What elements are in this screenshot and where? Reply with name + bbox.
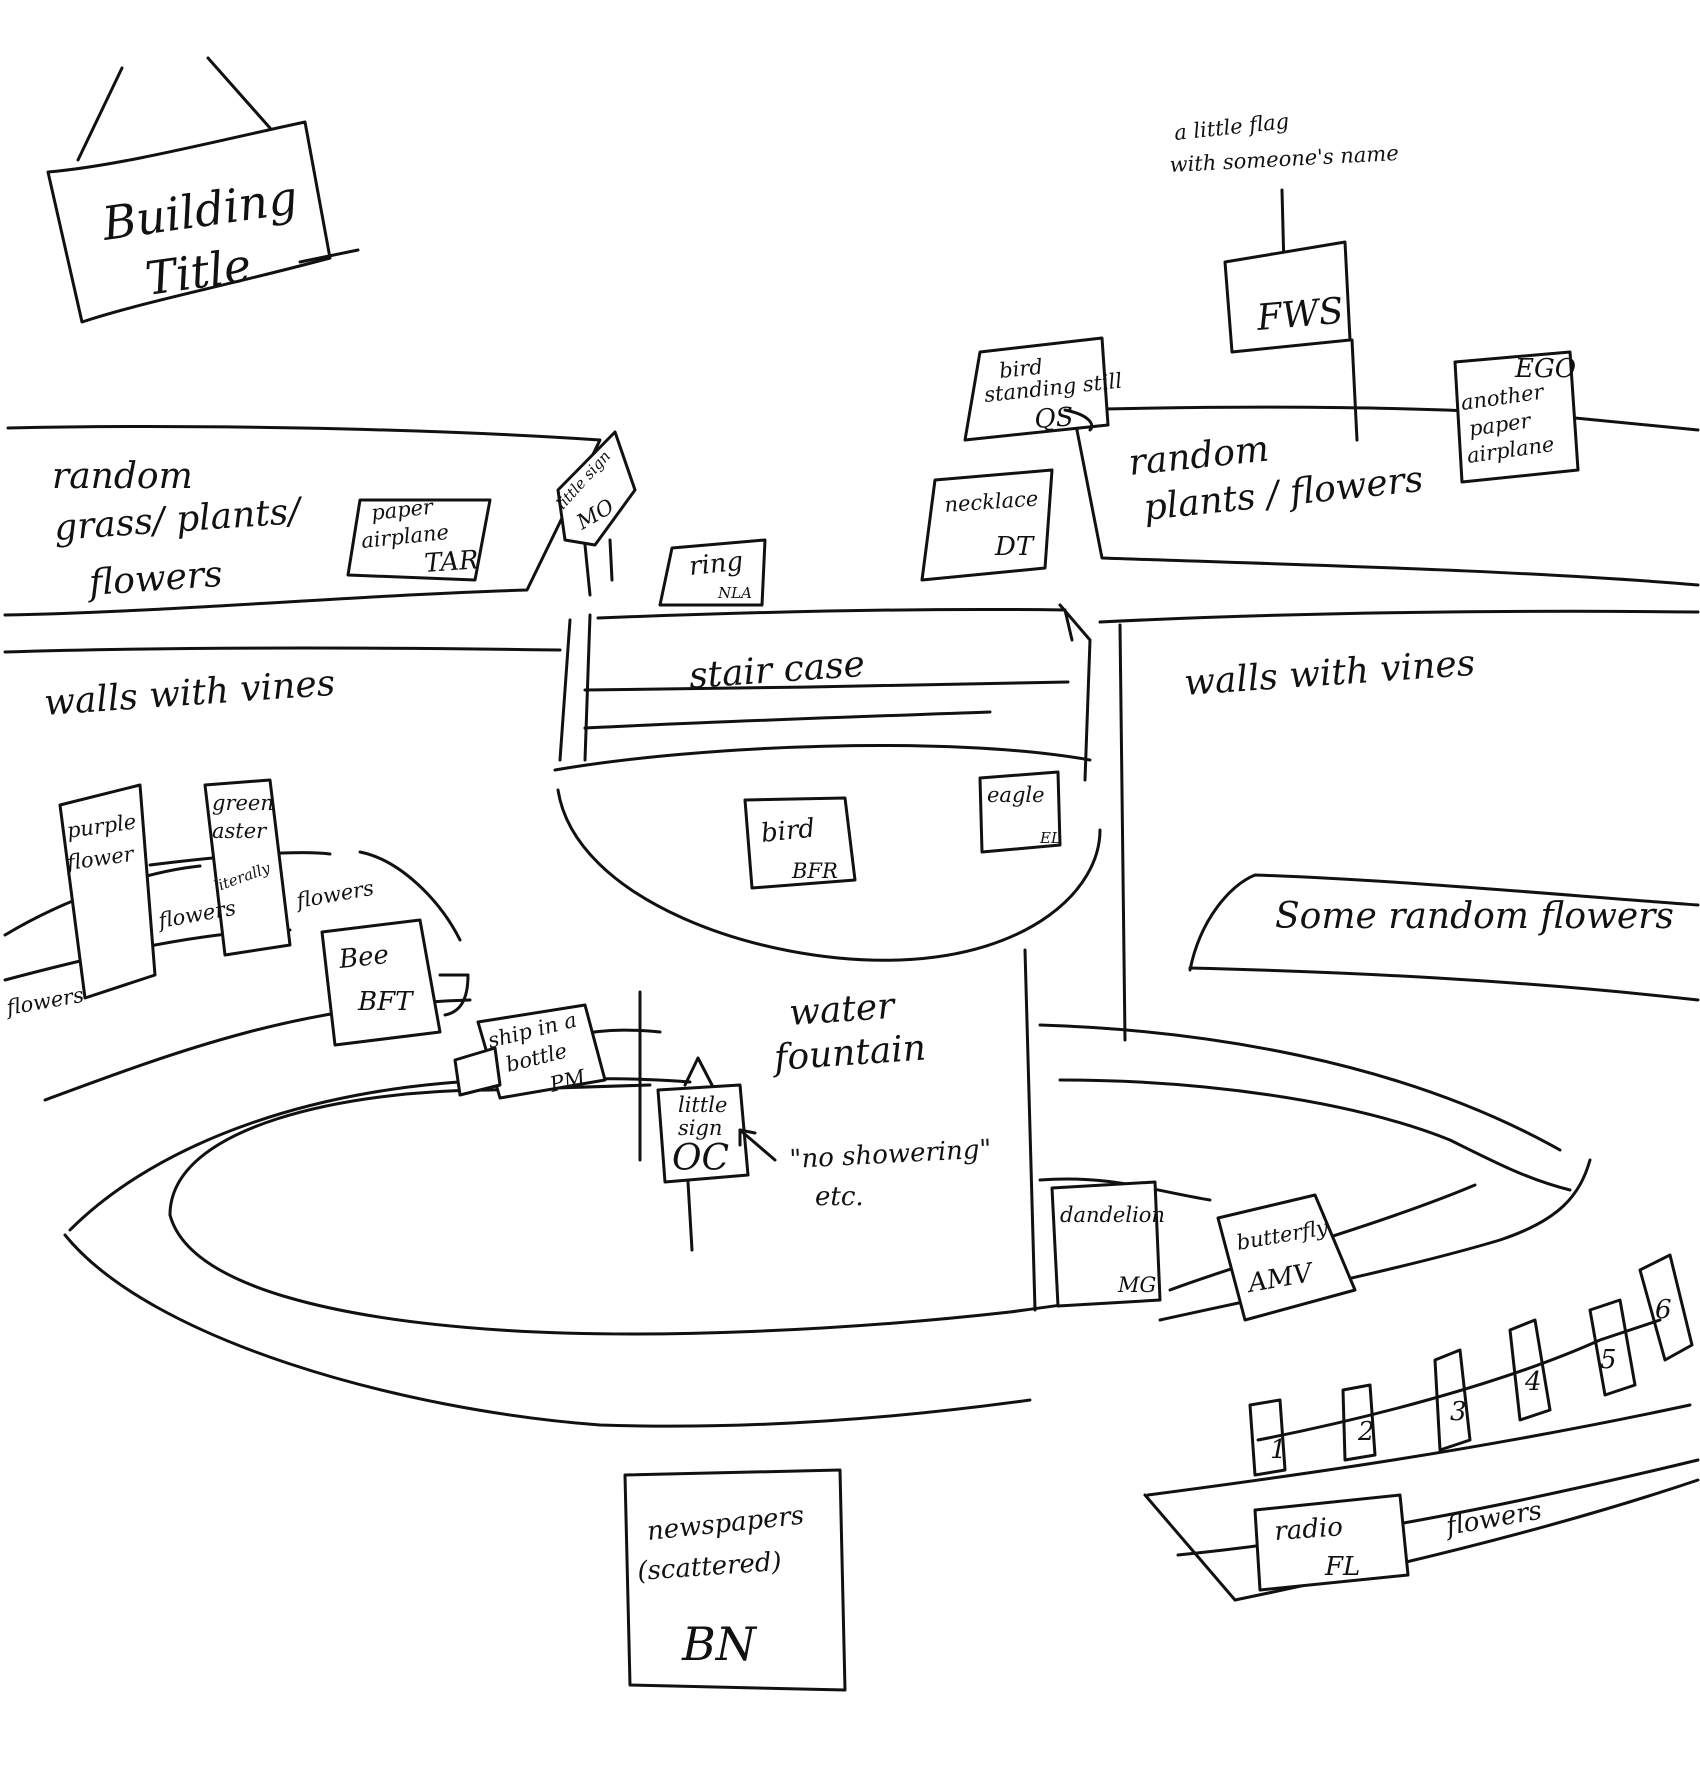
fence-number-5: 5 — [1600, 1345, 1617, 1375]
flag-note-line-2: with someone's name — [1169, 141, 1399, 177]
fence-number-4: 4 — [1524, 1367, 1542, 1397]
eagle-code: EL — [1039, 829, 1061, 847]
ring-desc: ring — [688, 546, 745, 581]
fountain-label-2: fountain — [770, 1027, 927, 1079]
bird-bfr-code: BFR — [791, 859, 838, 883]
bird-still-code: QS — [1033, 402, 1074, 435]
plants-right-line-1: random — [1127, 428, 1271, 483]
walls-left-label: walls with vines — [43, 663, 337, 724]
bird-standing-still-box: bird standing still QS — [963, 336, 1123, 442]
flowers-bottom-label: flowers — [1442, 1496, 1544, 1543]
bird-bfr-desc: bird — [760, 813, 817, 848]
title-line-1: Building — [98, 170, 301, 251]
dandelion-desc: dandelion — [1060, 1203, 1165, 1227]
no-showering-arrow — [738, 1128, 777, 1162]
little-sign-mo: little sign MO — [553, 430, 637, 597]
no-showering-text-1: "no showering" — [789, 1134, 992, 1175]
radio-code: FL — [1324, 1552, 1360, 1582]
ego-airplane-box: EGO another paper airplane — [1453, 350, 1580, 484]
flowers-right-label: Some random flowers — [1275, 896, 1674, 937]
fws-flag: FWS — [1223, 240, 1359, 442]
green-aster-desc-1: green — [212, 791, 274, 815]
fence-number-6: 6 — [1655, 1295, 1672, 1325]
flowers-left-label-3: flowers — [3, 983, 86, 1021]
grass-left-line-2: grass/ plants/ — [53, 491, 306, 549]
ring-box: ring NLA — [658, 538, 767, 607]
fountain-top — [553, 744, 1102, 1312]
walls-right-label: walls with vines — [1183, 643, 1477, 704]
ring-code: NLA — [717, 584, 752, 602]
dandelion-code: MG — [1117, 1273, 1156, 1297]
bee-box: Bee BFT — [320, 918, 470, 1047]
bird-bfr-box: bird BFR — [743, 796, 857, 890]
little-sign-oc-code: OC — [672, 1138, 729, 1179]
dandelion-box: dandelion MG — [1050, 1180, 1165, 1308]
title-sign: Building Title — [46, 56, 360, 324]
eagle-box: eagle EL — [978, 770, 1062, 854]
upper-left-bed: random grass/ plants/ flowers — [3, 425, 602, 654]
eagle-desc: eagle — [987, 783, 1045, 807]
fence-number-3: 3 — [1450, 1397, 1467, 1427]
fws-code: FWS — [1254, 291, 1345, 339]
paper-airplane-code: TAR — [423, 545, 479, 579]
bird-still-desc-1: bird — [998, 355, 1044, 383]
ship-in-bottle-box: ship in a bottle PM — [453, 1003, 607, 1100]
bottom-right-bed: radio FL flowers — [1143, 1403, 1700, 1602]
butterfly-box: butterfly AMV — [1216, 1193, 1357, 1322]
necklace-box: necklace DT — [920, 468, 1054, 582]
newspapers-code: BN — [681, 1617, 758, 1671]
flag-note-line-1: a little flag — [1173, 109, 1290, 145]
staircase-label: stair case — [688, 644, 866, 697]
fence-number-1: 1 — [1270, 1435, 1287, 1465]
necklace-code: DT — [994, 532, 1035, 562]
fence: 1 2 3 4 5 6 — [1248, 1253, 1694, 1477]
title-line-2: Title — [142, 238, 254, 306]
right-flower-bed: Some random flowers — [1188, 873, 1700, 1002]
ego-code: EGO — [1514, 354, 1576, 384]
little-sign-oc-desc-2: sign — [678, 1116, 722, 1140]
radio-desc: radio — [1273, 1512, 1343, 1547]
little-sign-oc: little sign OC — [656, 1056, 750, 1252]
upper-right-bed: random plants / flowers — [1063, 405, 1700, 624]
green-aster-desc-2: aster — [212, 819, 268, 843]
little-sign-oc-desc-1: little — [678, 1093, 727, 1117]
newspapers-box: newspapers (scattered) BN — [623, 1468, 847, 1692]
flag-annotation: a little flag with someone's name — [1169, 109, 1399, 272]
no-showering-text-2: etc. — [815, 1182, 864, 1212]
fence-number-2: 2 — [1357, 1417, 1375, 1447]
fountain-label-1: water — [788, 986, 898, 1034]
paper-airplane-box: paper airplane TAR — [346, 494, 492, 582]
bee-desc: Bee — [337, 940, 391, 975]
grass-left-line-1: random — [52, 456, 193, 497]
grass-left-line-3: flowers — [85, 554, 224, 604]
bee-code: BFT — [357, 987, 414, 1017]
flag-string-end — [1063, 408, 1094, 432]
flowers-left-label-2: flowers — [293, 876, 376, 914]
